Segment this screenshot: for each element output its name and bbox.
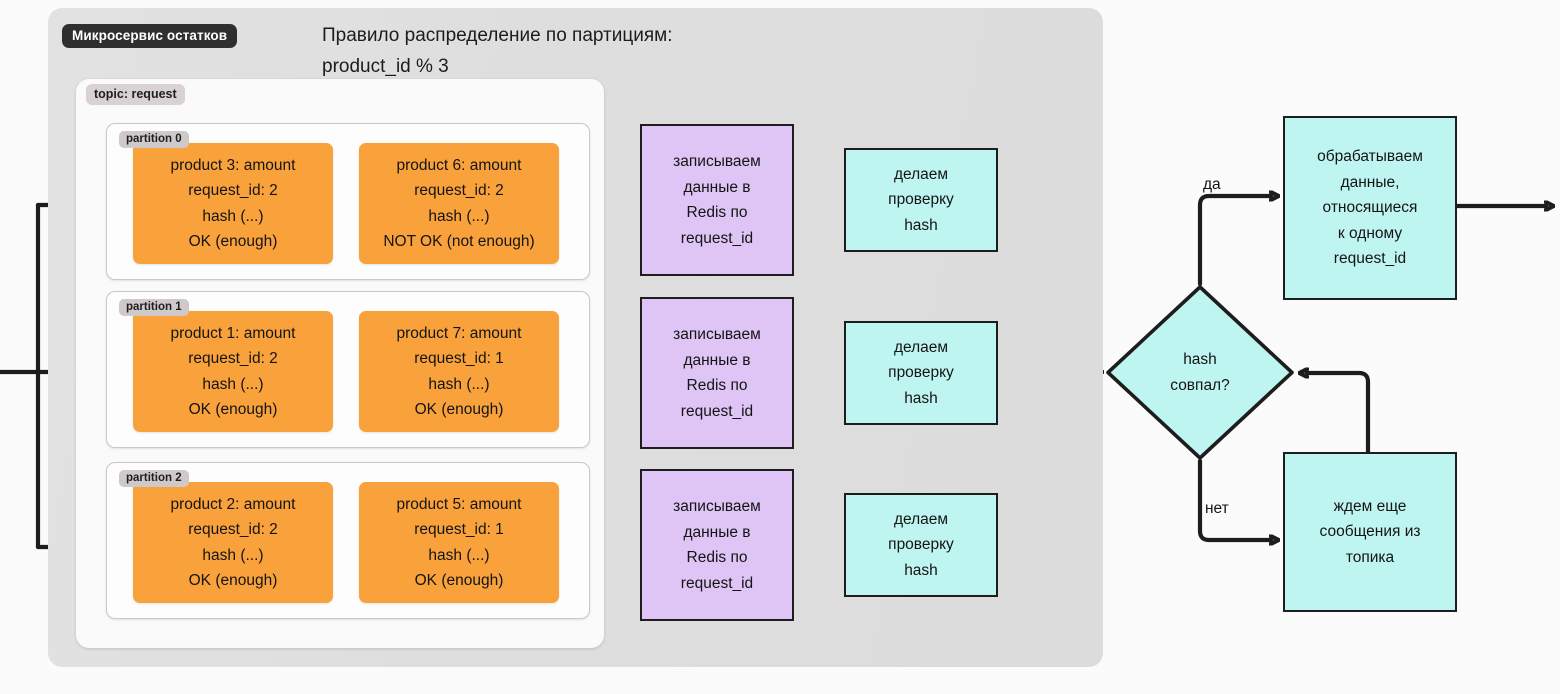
message-card: product 3: amount request_id: 2 hash (..… [133,143,333,264]
message-status: OK (enough) [188,572,278,589]
edge-label-no: нет [1205,500,1229,517]
message-status: OK (enough) [188,401,278,418]
hash-match-decision: hash совпал? [1105,284,1295,461]
redis-line: записываем [673,326,761,343]
redis-line: данные в [683,178,751,196]
partition-rule-text: Правило распределение по партициям: prod… [322,20,792,82]
message-product: product 3: amount [170,156,296,174]
wait-line: топика [1345,548,1395,566]
message-card: product 7: amount request_id: 1 hash (..… [359,311,559,432]
redis-write-box-0: записываем данные в Redis по request_id [640,124,794,276]
redis-write-box-1: записываем данные в Redis по request_id [640,297,794,449]
wait-line: сообщения из [1319,523,1421,541]
message-product: product 5: amount [396,495,522,513]
message-request-id: request_id: 1 [414,350,504,367]
redis-line: данные в [683,351,751,369]
message-card: product 1: amount request_id: 2 hash (..… [133,311,333,432]
redis-line: данные в [683,523,751,541]
message-product: product 6: amount [396,156,522,174]
process-line: к одному [1337,224,1403,242]
message-request-id: request_id: 2 [414,182,504,199]
message-hash: hash (...) [202,546,264,564]
check-line: делаем [893,165,949,183]
message-product: product 2: amount [170,495,296,513]
hash-check-box-1: делаем проверку hash [844,321,998,425]
message-request-id: request_id: 2 [188,350,278,367]
partition-2: partition 2 product 2: amount request_id… [106,462,590,619]
partition-1-label: partition 1 [119,299,189,316]
message-request-id: request_id: 2 [188,182,278,199]
microservice-badge: Микросервис остатков [62,24,238,48]
edge-label-yes: да [1203,176,1221,193]
check-line: hash [904,561,938,579]
hash-check-box-0: делаем проверку hash [844,148,998,252]
rule-line-2: product_id % 3 [322,56,449,77]
redis-line: Redis по [686,204,748,221]
partition-0: partition 0 product 3: amount request_id… [106,123,590,280]
message-status: OK (enough) [414,401,504,418]
process-data-box: обрабатываем данные, относящиеся к одном… [1283,116,1457,300]
check-line: делаем [893,338,949,356]
message-hash: hash (...) [202,207,264,225]
process-line: относящиеся [1322,199,1418,217]
hash-check-box-2: делаем проверку hash [844,493,998,597]
message-hash: hash (...) [428,375,490,393]
message-card: product 5: amount request_id: 1 hash (..… [359,482,559,603]
check-line: проверку [888,191,954,209]
process-line: обрабатываем [1317,148,1423,166]
message-product: product 1: amount [170,324,296,342]
message-product: product 7: amount [396,324,522,342]
message-card: product 2: amount request_id: 2 hash (..… [133,482,333,603]
redis-line: записываем [673,498,761,515]
redis-line: request_id [680,574,754,592]
check-line: проверку [888,364,954,382]
check-line: hash [904,216,938,234]
message-request-id: request_id: 1 [414,521,504,538]
message-hash: hash (...) [428,207,490,225]
partition-2-label: partition 2 [119,470,189,487]
message-status: NOT OK (not enough) [383,233,535,250]
check-line: делаем [893,510,949,528]
redis-line: request_id [680,229,754,247]
process-line: request_id [1333,250,1407,268]
process-line: данные, [1340,173,1400,191]
partition-0-label: partition 0 [119,131,189,148]
rule-line-1: Правило распределение по партициям: [322,25,673,46]
topic-label: topic: request [86,84,185,105]
redis-line: request_id [680,402,754,420]
partition-1: partition 1 product 1: amount request_id… [106,291,590,448]
message-hash: hash (...) [428,546,490,564]
diamond-shape [1106,285,1294,460]
message-status: OK (enough) [414,572,504,589]
redis-write-box-2: записываем данные в Redis по request_id [640,469,794,621]
check-line: hash [904,389,938,407]
message-request-id: request_id: 2 [188,521,278,538]
wait-for-messages-box: ждем еще сообщения из топика [1283,452,1457,612]
message-card: product 6: amount request_id: 2 hash (..… [359,143,559,264]
wait-line: ждем еще [1333,497,1407,515]
message-hash: hash (...) [202,375,264,393]
check-line: проверку [888,536,954,554]
redis-line: Redis по [686,549,748,566]
redis-line: Redis по [686,377,748,394]
message-status: OK (enough) [188,233,278,250]
redis-line: записываем [673,153,761,170]
